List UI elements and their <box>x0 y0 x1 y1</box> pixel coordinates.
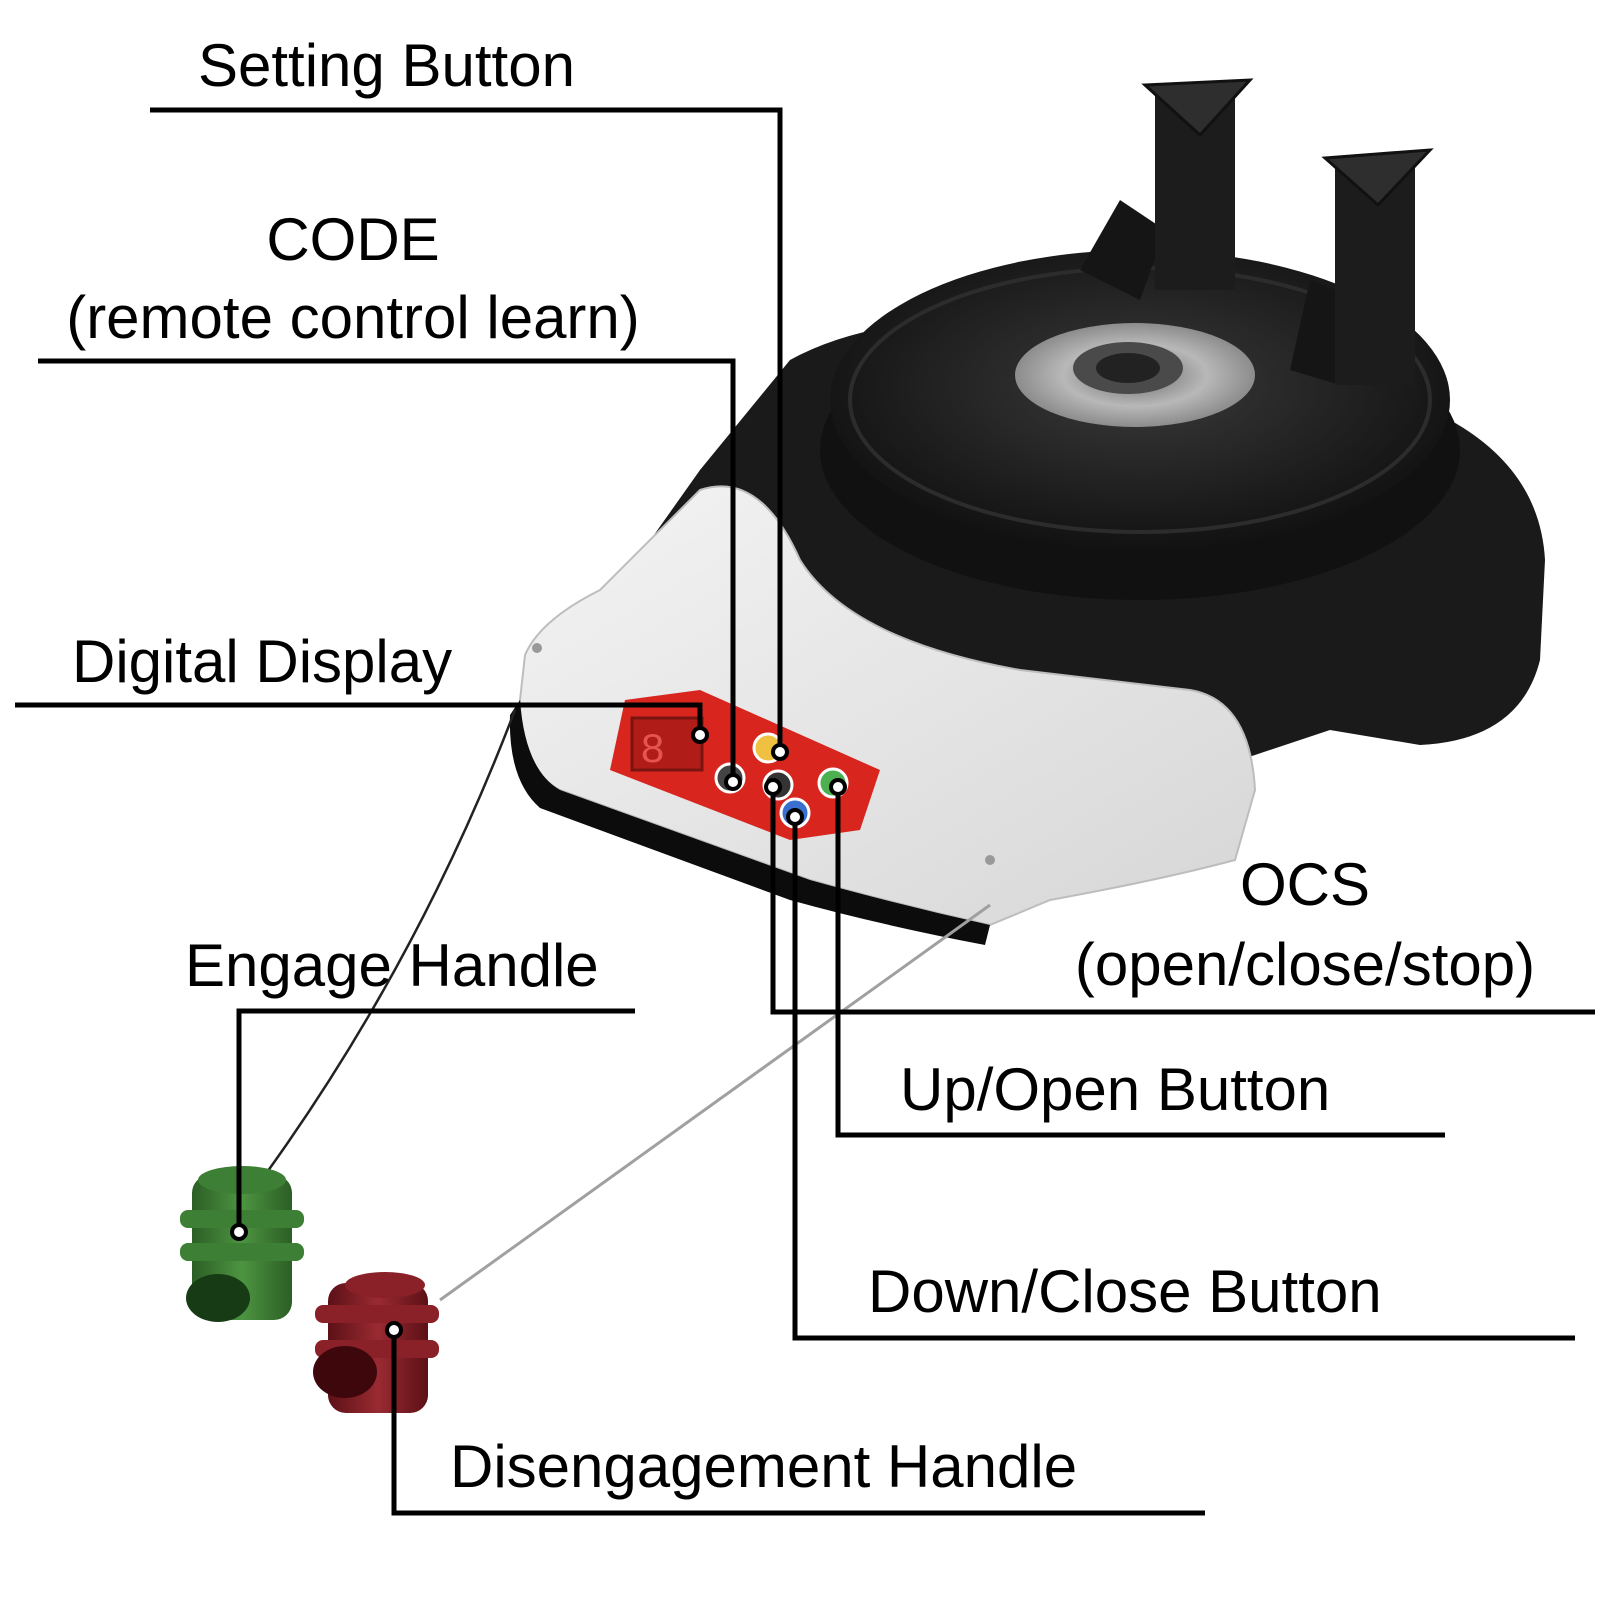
anchor-up-open <box>829 778 847 796</box>
label-code-title: CODE <box>266 206 440 273</box>
leader-setting-button <box>150 107 783 752</box>
anchor-disengagement <box>385 1321 403 1339</box>
label-code-subtitle: (remote control learn) <box>66 284 640 351</box>
cover-screw <box>532 643 542 653</box>
drum-hub-hole <box>1096 353 1160 383</box>
disengagement-handle[interactable] <box>313 1272 439 1413</box>
label-digital-display: Digital Display <box>72 628 453 695</box>
engage-cord <box>263 709 517 1176</box>
anchor-engage <box>230 1223 248 1241</box>
anchor-display <box>691 726 709 744</box>
display-digit: 8 <box>640 727 665 775</box>
disengage-cord <box>439 903 991 1302</box>
opener-motor-unit: 8 <box>509 78 1545 945</box>
seven-segment-display <box>630 716 704 772</box>
leader-code <box>38 358 736 782</box>
leader-digital-display <box>15 702 703 735</box>
label-up-open-button: Up/Open Button <box>900 1056 1331 1123</box>
label-setting-button: Setting Button <box>198 32 575 99</box>
leader-ocs <box>770 787 1595 1015</box>
label-ocs-subtitle: (open/close/stop) <box>1074 931 1536 998</box>
cover-screw <box>985 855 995 865</box>
leader-disengagement-handle <box>391 1330 1205 1516</box>
label-disengagement-handle: Disengagement Handle <box>450 1433 1078 1500</box>
label-engage-handle: Engage Handle <box>185 932 599 999</box>
leader-down-close <box>792 817 1575 1341</box>
shaft-post-left <box>1080 78 1254 300</box>
anchor-setting <box>771 743 789 761</box>
leader-lines <box>15 107 1595 1516</box>
leader-up-open <box>835 787 1445 1138</box>
anchor-down-close <box>786 808 804 826</box>
cover-base-edge <box>509 700 990 945</box>
anchor-ocs <box>764 778 782 796</box>
engage-handle[interactable] <box>180 1166 304 1322</box>
anchor-code <box>724 773 742 791</box>
anchor-dots <box>230 726 847 1339</box>
shaft-post-right <box>1290 148 1434 385</box>
label-ocs-title: OCS <box>1239 851 1371 918</box>
label-down-close-button: Down/Close Button <box>868 1258 1382 1325</box>
leader-engage-handle <box>236 1008 635 1232</box>
